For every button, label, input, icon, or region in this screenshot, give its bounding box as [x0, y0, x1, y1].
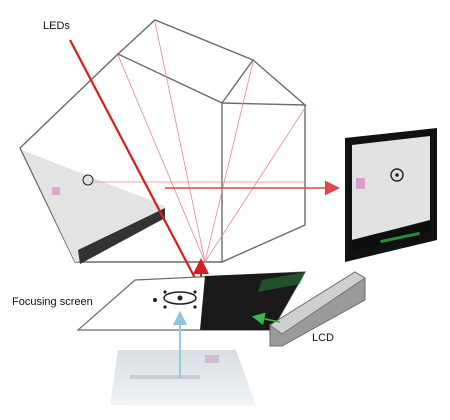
- focusing-screen-label: Focusing screen: [12, 296, 93, 308]
- lcd-label: LCD: [312, 332, 335, 344]
- focusing-screen: [76, 271, 307, 331]
- lcd-light-arrow: [251, 312, 281, 326]
- internal-rays: [90, 21, 306, 263]
- viewfinder-display: [345, 128, 437, 262]
- prism-front-image: [22, 150, 165, 264]
- led-pointer-line: [69, 39, 197, 281]
- floor-projection: [110, 350, 256, 405]
- leds-label: LEDs: [43, 20, 70, 32]
- lcd-panel: [269, 271, 366, 347]
